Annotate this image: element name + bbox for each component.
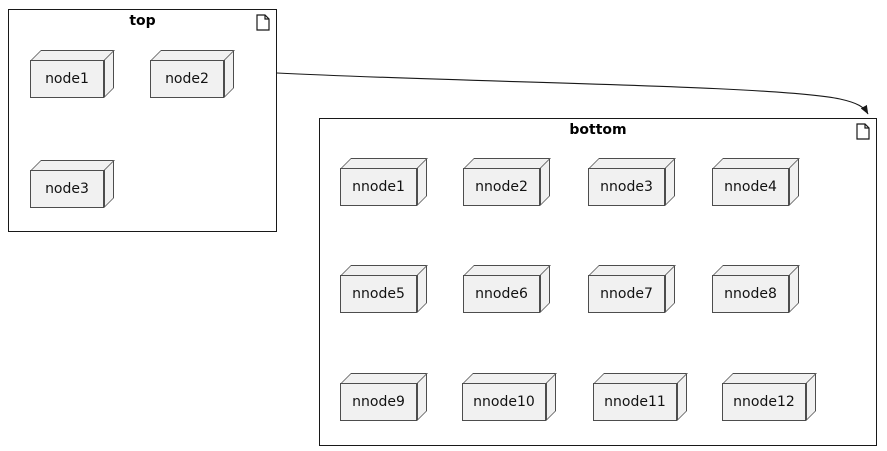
node-right-face <box>546 373 556 421</box>
node-label: nnode4 <box>724 179 777 195</box>
node-right-face <box>417 158 427 206</box>
node-front-face: nnode6 <box>463 275 540 313</box>
node-label: nnode12 <box>733 394 795 410</box>
node-right-face <box>104 160 114 208</box>
node-front-face: nnode5 <box>340 275 417 313</box>
node-front-face: nnode12 <box>722 383 806 421</box>
node-label: nnode6 <box>475 286 528 302</box>
node-label: nnode7 <box>600 286 653 302</box>
node-label: nnode8 <box>724 286 777 302</box>
node-right-face <box>665 158 675 206</box>
node-nnode2: nnode2 <box>463 158 551 206</box>
node-label: nnode2 <box>475 179 528 195</box>
node-label: nnode1 <box>352 179 405 195</box>
node-label: nnode9 <box>352 394 405 410</box>
node-nnode3: nnode3 <box>588 158 676 206</box>
node-right-face <box>677 373 687 421</box>
node-nnode9: nnode9 <box>340 373 428 421</box>
node-front-face: nnode10 <box>462 383 546 421</box>
node-front-face: nnode9 <box>340 383 417 421</box>
node-nnode11: nnode11 <box>593 373 688 421</box>
node-right-face <box>789 158 799 206</box>
node-label: nnode10 <box>473 394 535 410</box>
node-right-face <box>806 373 816 421</box>
node-node3: node3 <box>30 160 115 208</box>
node-front-face: node2 <box>150 60 224 98</box>
node-front-face: nnode3 <box>588 168 665 206</box>
node-right-face <box>104 50 114 98</box>
node-label: node3 <box>45 181 89 197</box>
document-icon <box>256 14 270 31</box>
node-right-face <box>417 373 427 421</box>
frame-bottom-title: bottom <box>569 122 627 138</box>
document-icon <box>856 123 870 140</box>
node-front-face: node3 <box>30 170 104 208</box>
node-nnode1: nnode1 <box>340 158 428 206</box>
node-right-face <box>789 265 799 313</box>
node-front-face: nnode11 <box>593 383 677 421</box>
node-label: nnode5 <box>352 286 405 302</box>
node-nnode10: nnode10 <box>462 373 557 421</box>
node-front-face: nnode1 <box>340 168 417 206</box>
node-label: node2 <box>165 71 209 87</box>
node-front-face: nnode8 <box>712 275 789 313</box>
node-label: nnode3 <box>600 179 653 195</box>
node-front-face: nnode4 <box>712 168 789 206</box>
node-nnode8: nnode8 <box>712 265 800 313</box>
node-nnode7: nnode7 <box>588 265 676 313</box>
node-front-face: nnode7 <box>588 275 665 313</box>
node-node2: node2 <box>150 50 235 98</box>
node-right-face <box>417 265 427 313</box>
node-nnode6: nnode6 <box>463 265 551 313</box>
node-label: node1 <box>45 71 89 87</box>
node-right-face <box>540 158 550 206</box>
frame-top-title: top <box>129 13 156 29</box>
node-right-face <box>540 265 550 313</box>
node-nnode12: nnode12 <box>722 373 817 421</box>
node-nnode5: nnode5 <box>340 265 428 313</box>
node-right-face <box>665 265 675 313</box>
node-label: nnode11 <box>604 394 666 410</box>
node-node1: node1 <box>30 50 115 98</box>
node-front-face: node1 <box>30 60 104 98</box>
node-right-face <box>224 50 234 98</box>
node-nnode4: nnode4 <box>712 158 800 206</box>
node-front-face: nnode2 <box>463 168 540 206</box>
